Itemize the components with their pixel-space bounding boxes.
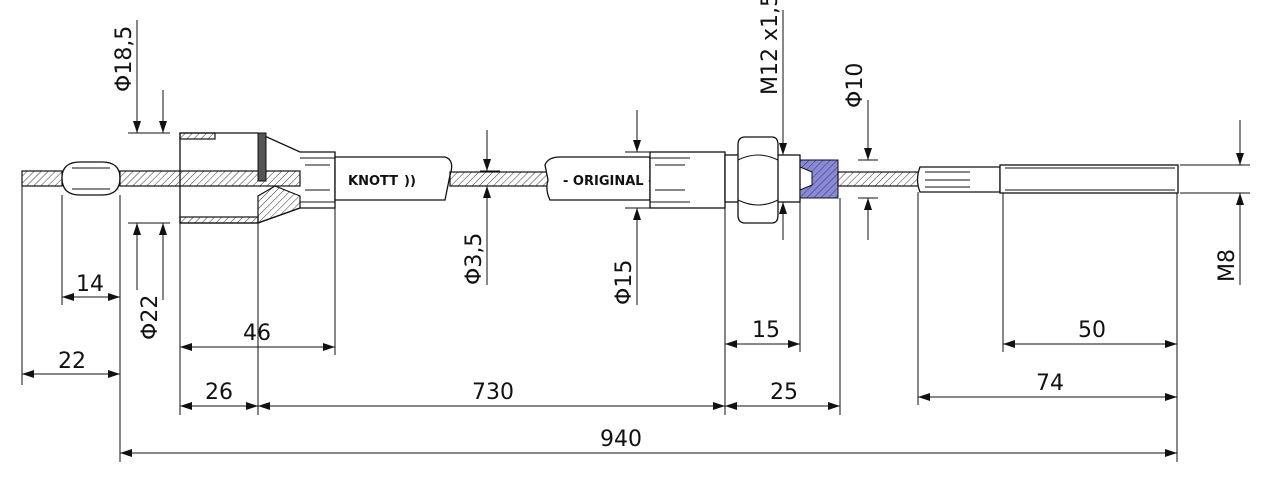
dim-26: 26 <box>205 380 233 405</box>
dim-25: 25 <box>770 380 798 405</box>
end-nipple <box>61 161 121 196</box>
cable-right <box>837 171 921 187</box>
hex-nut <box>737 136 779 224</box>
dim-d3-5: Φ3,5 <box>462 233 487 285</box>
ferrule <box>649 151 726 209</box>
dim-74: 74 <box>1036 371 1064 396</box>
original-label: - ORIGINAL - <box>563 174 653 189</box>
cable-exposed <box>449 171 551 187</box>
blue-fitting <box>799 159 839 199</box>
dim-22: 22 <box>58 349 86 374</box>
brand-logo-mark: )) <box>404 174 416 189</box>
cable-left <box>21 170 63 187</box>
sheath-left <box>334 156 453 201</box>
dim-m8: M8 <box>1215 249 1240 282</box>
cable-inner <box>119 170 301 187</box>
dim-730: 730 <box>472 380 514 405</box>
dim-46: 46 <box>243 321 271 346</box>
dim-50: 50 <box>1078 318 1106 343</box>
dim-940: 940 <box>600 427 642 452</box>
dim-d22: Φ22 <box>138 295 163 340</box>
dim-d10: Φ10 <box>843 63 868 108</box>
dim-14: 14 <box>76 272 104 297</box>
dim-15: 15 <box>752 318 780 343</box>
dim-d15: Φ15 <box>612 260 637 305</box>
brand-label: KNOTT <box>348 174 398 189</box>
dim-m12: M12 x1,5 <box>758 0 783 95</box>
threaded-rod <box>999 164 1179 194</box>
dim-d18-5: Φ18,5 <box>112 26 137 92</box>
